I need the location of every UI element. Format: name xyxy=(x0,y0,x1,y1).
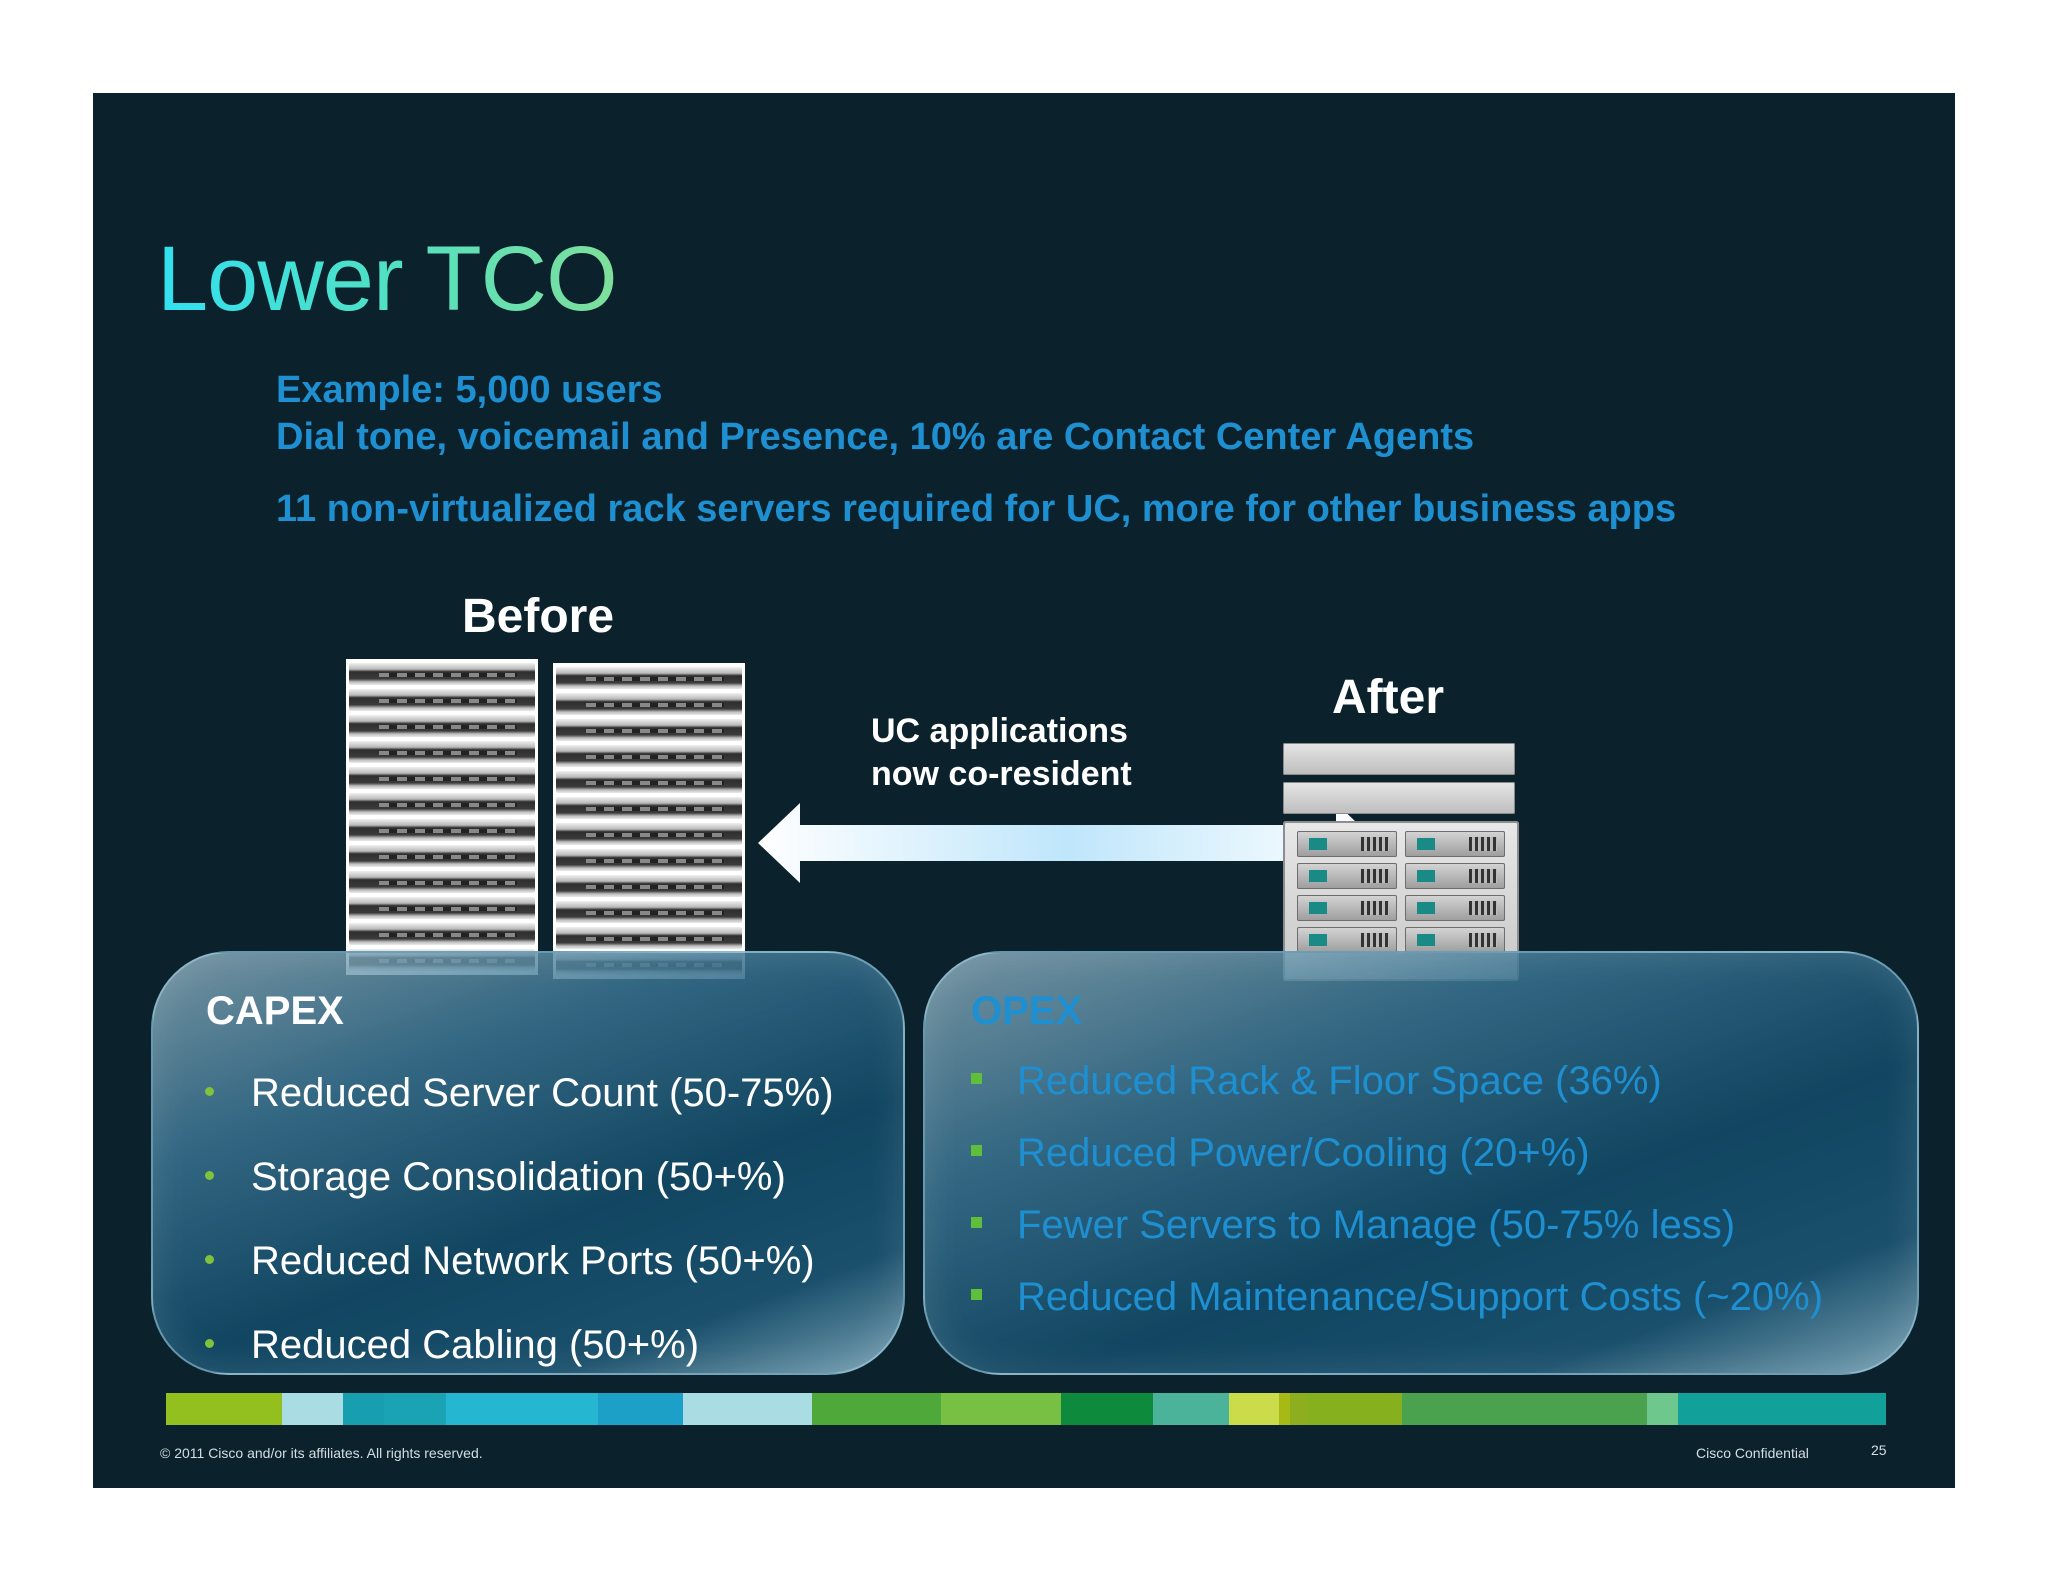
color-strip-segment xyxy=(940,1393,1062,1425)
opex-bullet-icon xyxy=(971,1145,982,1156)
rack-server-unit xyxy=(349,923,535,945)
page-number: 25 xyxy=(1871,1442,1887,1458)
color-strip-segment xyxy=(1646,1393,1679,1425)
arrow-label-line-1: UC applications xyxy=(871,712,1128,750)
subtitle-line-3: 11 non-virtualized rack servers required… xyxy=(276,488,1677,530)
subtitle-line-1: Example: 5,000 users xyxy=(276,369,663,411)
capex-item-text: Reduced Cabling (50+%) xyxy=(251,1323,700,1367)
rack-server-unit xyxy=(349,845,535,867)
rack-server-unit xyxy=(556,849,742,871)
opex-item: Reduced Power/Cooling (20+%) xyxy=(971,1133,1590,1173)
color-strip-segment xyxy=(282,1393,343,1425)
blade-server xyxy=(1405,927,1505,953)
color-strip-segment xyxy=(1308,1393,1402,1425)
color-strip-segment xyxy=(446,1393,599,1425)
opex-item-text: Reduced Power/Cooling (20+%) xyxy=(1017,1131,1590,1175)
rack-server-unit xyxy=(556,875,742,897)
blade-server xyxy=(1405,863,1505,889)
rack-server-unit xyxy=(349,793,535,815)
rack-server-unit xyxy=(349,689,535,711)
color-strip-segment xyxy=(1289,1393,1309,1425)
rack-server-unit xyxy=(556,667,742,689)
blade-server xyxy=(1297,927,1397,953)
capex-bullet-icon xyxy=(205,1339,214,1348)
copyright-text: © 2011 Cisco and/or its affiliates. All … xyxy=(160,1445,483,1461)
capex-bullet-icon xyxy=(205,1171,214,1180)
rack-server-unit xyxy=(556,771,742,793)
capex-bullet-icon xyxy=(205,1255,214,1264)
after-label: After xyxy=(1332,671,1445,724)
rack-server-unit xyxy=(349,767,535,789)
opex-bullet-icon xyxy=(971,1289,982,1300)
opex-bullet-icon xyxy=(971,1073,982,1084)
capex-item: Reduced Cabling (50+%) xyxy=(205,1325,699,1365)
opex-box xyxy=(923,951,1919,1375)
color-strip-segment xyxy=(1401,1393,1647,1425)
capex-item-text: Storage Consolidation (50+%) xyxy=(251,1155,786,1199)
rack-server-unit xyxy=(556,901,742,923)
color-strip-segment xyxy=(166,1393,283,1425)
rack-server-unit xyxy=(556,927,742,949)
rack-server-stack-right xyxy=(553,663,745,979)
color-strip-segment xyxy=(811,1393,941,1425)
capex-item: Reduced Server Count (50-75%) xyxy=(205,1073,834,1113)
rack-server-unit xyxy=(349,663,535,685)
capex-item-text: Reduced Network Ports (50+%) xyxy=(251,1239,815,1283)
blade-server xyxy=(1297,863,1397,889)
rack-server-unit xyxy=(556,745,742,767)
opex-bullet-icon xyxy=(971,1217,982,1228)
color-strip-segment xyxy=(1229,1393,1280,1425)
color-strip-segment xyxy=(598,1393,684,1425)
arrow-label-line-2: now co-resident xyxy=(871,755,1132,793)
rack-server-unit xyxy=(556,823,742,845)
color-strip-segment xyxy=(1279,1393,1290,1425)
double-arrow-icon xyxy=(758,803,1378,883)
rack-server-unit xyxy=(349,871,535,893)
capex-item: Reduced Network Ports (50+%) xyxy=(205,1241,815,1281)
capex-box xyxy=(151,951,905,1375)
before-label: Before xyxy=(462,590,615,643)
blade-server xyxy=(1405,895,1505,921)
capex-item-text: Reduced Server Count (50-75%) xyxy=(251,1071,834,1115)
color-strip-segment xyxy=(683,1393,812,1425)
rack-server-unit xyxy=(349,897,535,919)
color-strip-segment xyxy=(1152,1393,1230,1425)
rack-server-unit xyxy=(349,741,535,763)
confidential-text: Cisco Confidential xyxy=(1696,1445,1809,1461)
rack-server-unit xyxy=(556,719,742,741)
rack-server-unit xyxy=(349,715,535,737)
opex-item: Reduced Rack & Floor Space (36%) xyxy=(971,1061,1662,1101)
rack-server-stack-left xyxy=(346,659,538,975)
blade-server xyxy=(1297,831,1397,857)
blade-server xyxy=(1297,895,1397,921)
opex-item-text: Reduced Rack & Floor Space (36%) xyxy=(1017,1059,1662,1103)
opex-item: Fewer Servers to Manage (50-75% less) xyxy=(971,1205,1735,1245)
slide-title: Lower TCO xyxy=(157,228,618,330)
color-strip-segment xyxy=(342,1393,385,1425)
opex-heading: OPEX xyxy=(971,989,1083,1033)
color-strip-segment xyxy=(1061,1393,1153,1425)
capex-bullet-icon xyxy=(205,1087,214,1096)
rack-server-unit xyxy=(556,693,742,715)
rack-server-unit xyxy=(349,819,535,841)
opex-item-text: Reduced Maintenance/Support Costs (~20%) xyxy=(1017,1275,1824,1319)
opex-item: Reduced Maintenance/Support Costs (~20%) xyxy=(971,1277,1823,1317)
capex-item: Storage Consolidation (50+%) xyxy=(205,1157,786,1197)
color-strip xyxy=(166,1393,1886,1425)
color-strip-segment xyxy=(1678,1393,1886,1425)
capex-heading: CAPEX xyxy=(206,989,344,1033)
color-strip-segment xyxy=(384,1393,447,1425)
rack-server-unit xyxy=(556,797,742,819)
slide: Lower TCO Example: 5,000 users Dial tone… xyxy=(93,93,1955,1488)
blade-server xyxy=(1405,831,1505,857)
subtitle-line-2: Dial tone, voicemail and Presence, 10% a… xyxy=(276,416,1475,458)
opex-item-text: Fewer Servers to Manage (50-75% less) xyxy=(1017,1203,1736,1247)
